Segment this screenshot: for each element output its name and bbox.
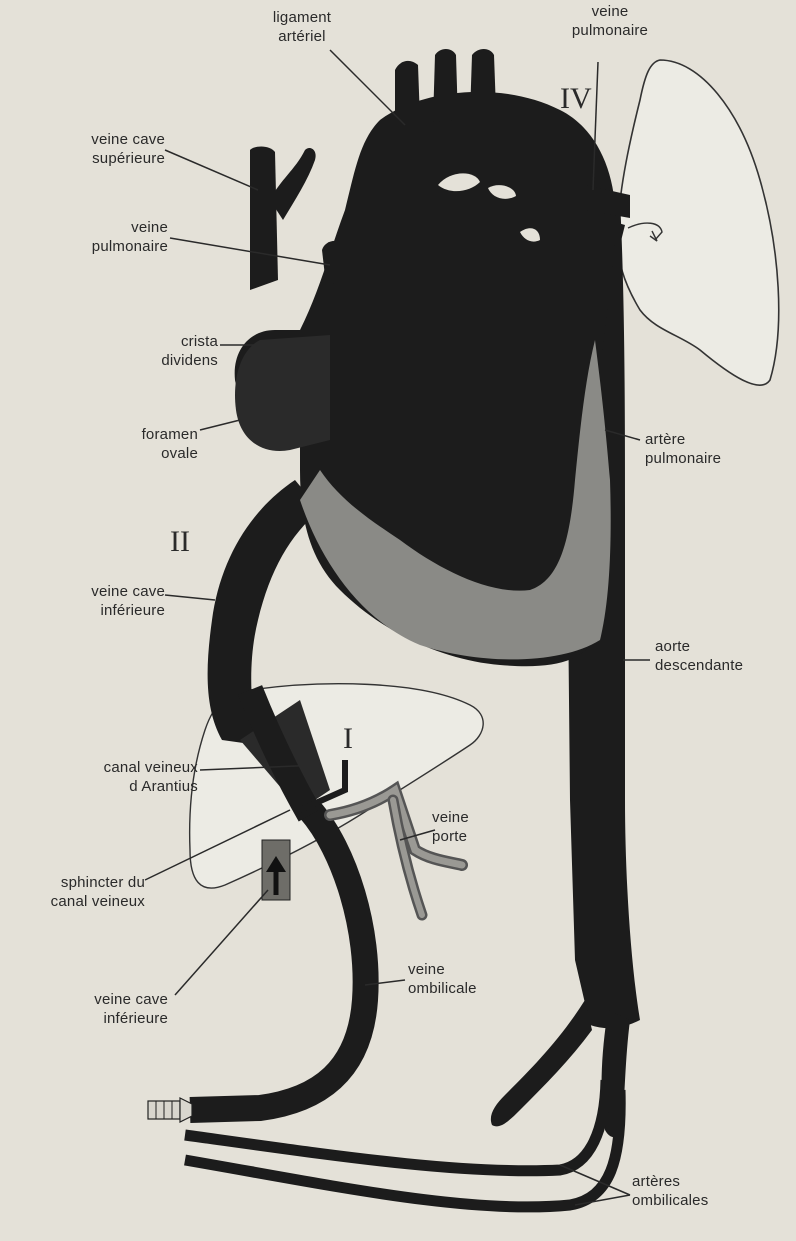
label-ligament-arteriel: ligament artériel	[247, 8, 357, 46]
roman-numeral-ii: II	[170, 525, 190, 559]
label-veine-cave-inferieure-mid: veine cave inférieure	[30, 582, 165, 620]
label-canal-veineux: canal veineux d Arantius	[20, 758, 198, 796]
roman-numeral-i: I	[343, 722, 353, 756]
label-veine-pulmonaire-top: veine pulmonaire	[555, 2, 665, 40]
label-arteres-ombilicales: artères ombilicales	[632, 1172, 752, 1210]
label-veine-porte: veine porte	[432, 808, 522, 846]
label-veine-cave-superieure: veine cave supérieure	[30, 130, 165, 168]
label-crista-dividens: crista dividens	[90, 332, 218, 370]
label-artere-pulmonaire: artère pulmonaire	[645, 430, 785, 468]
label-veine-pulmonaire-left: veine pulmonaire	[30, 218, 168, 256]
label-veine-cave-inferieure-low: veine cave inférieure	[40, 990, 168, 1028]
label-sphincter: sphincter du canal veineux	[10, 873, 145, 911]
roman-numeral-iv: IV	[560, 82, 592, 116]
label-aorte-descendante: aorte descendante	[655, 637, 785, 675]
label-foramen-ovale: foramen ovale	[80, 425, 198, 463]
label-veine-ombilicale: veine ombilicale	[408, 960, 518, 998]
